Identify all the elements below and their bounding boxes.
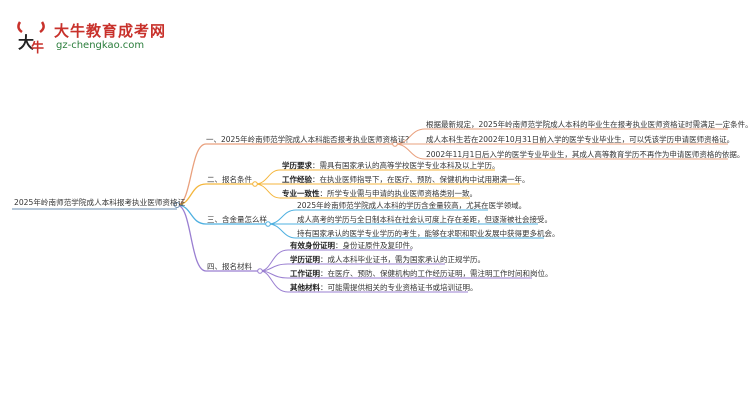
- branch-4-item-1-key: 有效身份证明: [290, 241, 335, 250]
- root-topic: 2025年岭南师范学院成人本科报考执业医师资格证: [14, 198, 186, 207]
- branch-2-item-2: 工作经验：在执业医师指导下，在医疗、预防、保健机构中试用期满一年。: [282, 175, 530, 185]
- logo-domain: gz-chengkao.com: [56, 40, 145, 51]
- branch-4-item-1: 有效身份证明：身份证原件及复印件。: [290, 241, 418, 251]
- branch-3-item-2: 成人高考的学历与全日制本科在社会认可度上存在差距，但逐渐被社会接受。: [297, 215, 552, 224]
- branch-4-item-2-text: ：成人本科毕业证书，需为国家承认的正规学历。: [320, 255, 485, 264]
- node-dot-b4: [257, 268, 263, 274]
- branch-4-item-4-text: ：可能需提供相关的专业资格证书或培训证明。: [320, 283, 478, 292]
- branch-4-label: 四、报名材料: [207, 262, 252, 271]
- branch-1-label: 一、2025年岭南师范学院成人本科能否报考执业医师资格证？: [206, 135, 413, 144]
- branch-2-item-1: 学历要求：需具有国家承认的高等学校医学专业本科及以上学历。: [282, 161, 500, 171]
- branch-2-item-3-text: ：所学专业需与申请的执业医师资格类别一致。: [319, 189, 478, 198]
- branch-3-label: 三、含金量怎么样: [207, 215, 267, 224]
- branch-2-item-3-key: 专业一致性: [282, 189, 320, 198]
- connector-b3-i1: [267, 209, 488, 225]
- logo-title: 大牛教育成考网: [54, 22, 167, 40]
- connector-root-b4: [176, 204, 260, 272]
- branch-3-item-1: 2025年岭南师范学院成人本科的学历含金量较高，尤其在医学领域。: [297, 201, 527, 210]
- connector-b1-i1: [394, 128, 728, 145]
- branch-1-item-2: 成人本科生若在2002年10月31日前入学的医学专业毕业生，可以凭该学历申请医师…: [426, 135, 735, 144]
- branch-2-item-1-text: ：需具有国家承认的高等学校医学专业本科及以上学历。: [312, 161, 500, 170]
- svg-text:大: 大: [18, 33, 34, 52]
- branch-4-item-2-key: 学历证明: [290, 255, 320, 264]
- branch-4-item-2: 学历证明：成人本科毕业证书，需为国家承认的正规学历。: [290, 255, 485, 265]
- branch-2-item-1-key: 学历要求: [282, 161, 312, 170]
- connector-b4-i4: [259, 270, 468, 293]
- connector-b2-i1: [254, 169, 495, 185]
- connector-root-b1: [176, 143, 395, 206]
- connector-root-b2: [176, 183, 255, 206]
- branch-2-item-3: 专业一致性：所学专业需与申请的执业医师资格类别一致。: [282, 189, 477, 199]
- node-dot-b2: [252, 181, 258, 187]
- branch-1-item-1: 根据最新规定，2025年岭南师范学院成人本科的毕业生在报考执业医师资格证时需满足…: [426, 120, 750, 129]
- branch-2-item-2-text: ：在执业医师指导下，在医疗、预防、保健机构中试用期满一年。: [312, 175, 530, 184]
- node-dot-b3: [265, 221, 271, 227]
- branch-4-item-4-key: 其他材料: [290, 283, 320, 292]
- connector-b1-i3: [394, 143, 728, 160]
- branch-2-label: 二、报名条件: [207, 175, 252, 184]
- site-logo[interactable]: 大 牛 大牛教育成考网 gz-chengkao.com: [14, 18, 167, 56]
- connector-b2-i3: [254, 183, 470, 199]
- branch-4-item-3-key: 工作证明: [290, 269, 320, 278]
- node-dot-b1: [392, 141, 398, 147]
- branch-4-item-1-text: ：身份证原件及复印件。: [335, 241, 418, 250]
- svg-text:牛: 牛: [31, 40, 44, 54]
- ox-logo-icon: 大 牛: [17, 21, 45, 54]
- root-dot: [174, 202, 180, 208]
- branch-4-item-3-text: ：在医疗、预防、保健机构的工作经历证明，需注明工作时间和岗位。: [320, 269, 553, 278]
- branch-1-item-3: 2002年11月1日后入学的医学专业毕业生，其成人高等教育学历不再作为申请医师资…: [426, 150, 745, 159]
- branch-4-item-4: 其他材料：可能需提供相关的专业资格证书或培训证明。: [290, 283, 478, 293]
- connector-b4-i2: [259, 263, 445, 272]
- branch-3-item-3: 持有国家承认的医学专业学历的考生，能够在求职和职业发展中获得更多机会。: [297, 229, 560, 238]
- branch-4-item-3: 工作证明：在医疗、预防、保健机构的工作经历证明，需注明工作时间和岗位。: [290, 269, 553, 279]
- connector-b3-i3: [267, 223, 544, 239]
- connector-root-b3: [176, 204, 268, 225]
- branch-2-item-2-key: 工作经验: [282, 175, 312, 184]
